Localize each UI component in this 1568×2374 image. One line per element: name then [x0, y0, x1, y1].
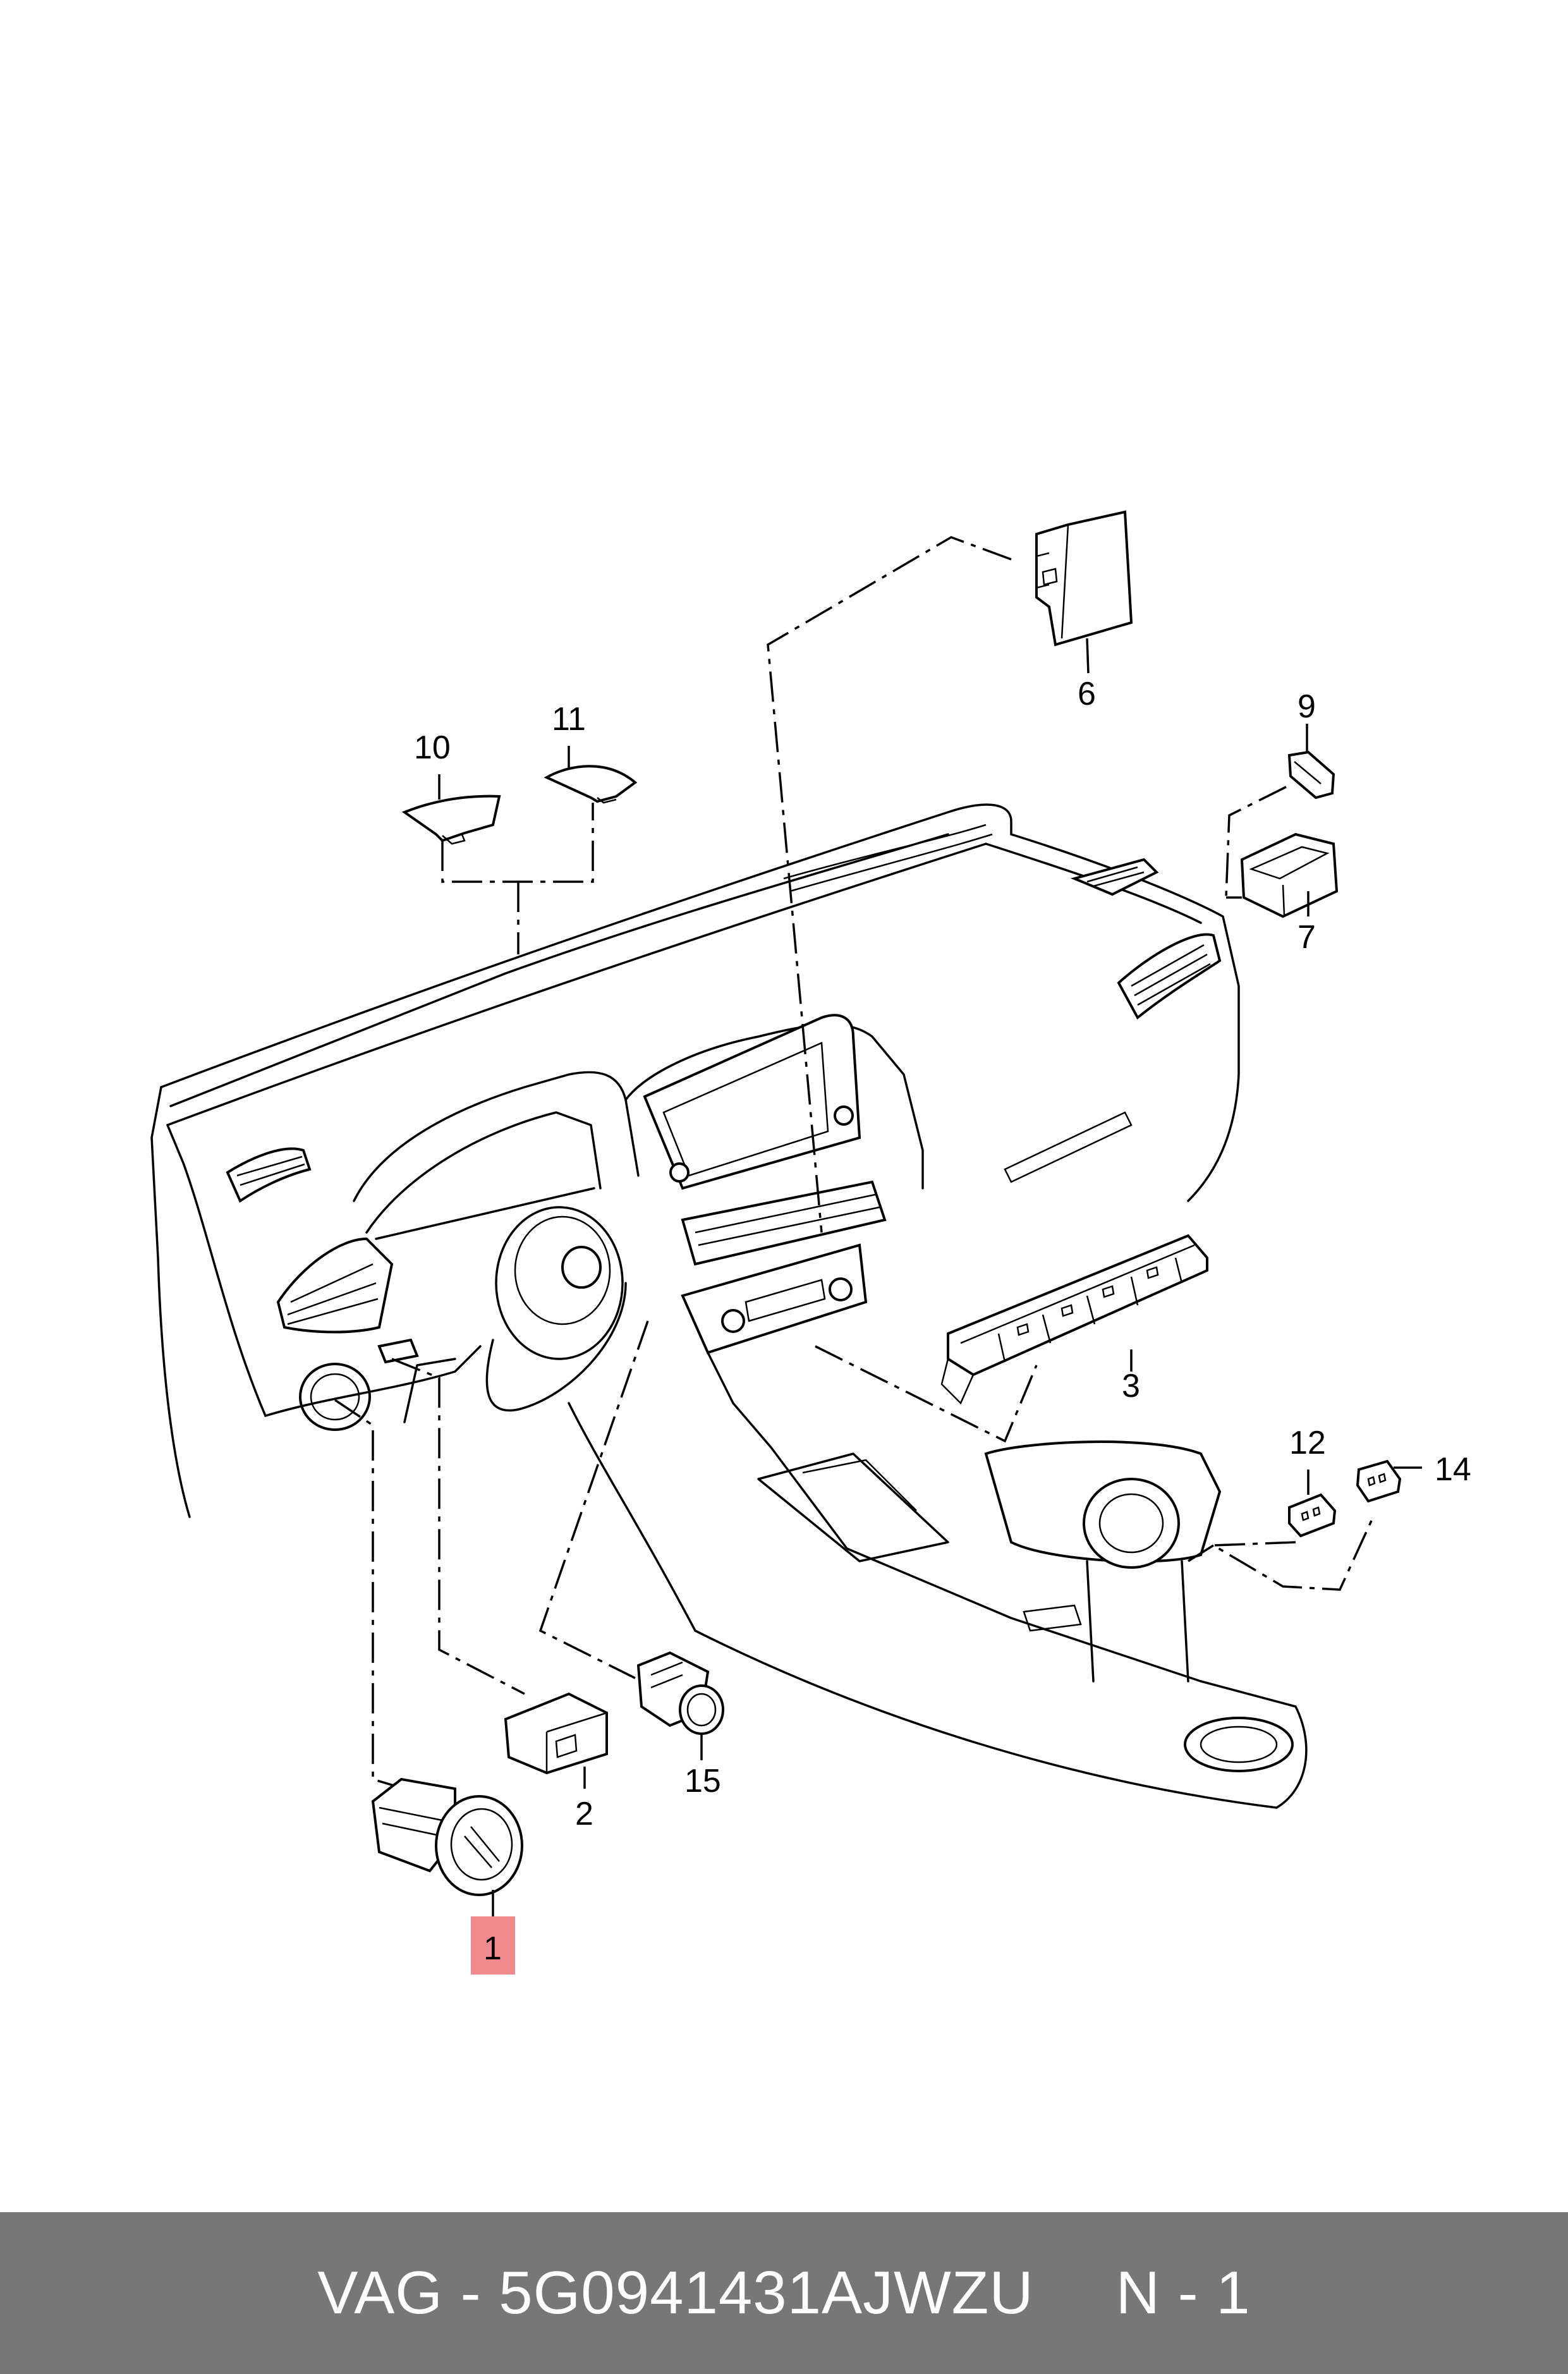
part-12-switch	[1288, 1493, 1337, 1538]
callout-ticks	[438, 638, 1422, 1918]
callout-12: 12	[1289, 1425, 1326, 1461]
part-6-module	[1035, 510, 1133, 647]
quantity-text: N - 1	[1115, 2259, 1251, 2327]
callout-9: 9	[1298, 688, 1316, 725]
callout-6: 6	[1078, 676, 1096, 712]
part-9-cap	[1287, 750, 1335, 800]
parts-diagram: 6 9 7 10 11 3 12 14 15 2 1	[150, 510, 1471, 1975]
part-1-light-switch	[371, 1777, 523, 1896]
part-number-text: VAG - 5G0941431AJWZU	[317, 2259, 1034, 2327]
dashboard-drawing	[150, 803, 1308, 1809]
part-7-socket	[1240, 832, 1339, 918]
callout-14: 14	[1435, 1451, 1471, 1488]
leader-lines	[334, 536, 1376, 1790]
callout-labels: 6 9 7 10 11 3 12 14 15 2 1	[414, 676, 1471, 1967]
callout-1-highlight	[471, 1916, 515, 1975]
footer-bar: VAG - 5G0941431AJWZU N - 1	[0, 2212, 1568, 2374]
callout-7: 7	[1298, 919, 1316, 956]
callout-3: 3	[1122, 1368, 1140, 1404]
part-14-switch	[1356, 1459, 1402, 1503]
callout-2: 2	[575, 1796, 593, 1832]
part-11-cover	[544, 765, 638, 804]
callout-1: 1	[483, 1930, 502, 1967]
part-2-switch-module	[504, 1692, 608, 1775]
callout-15: 15	[684, 1763, 721, 1799]
part-10-cover	[401, 794, 501, 845]
callout-10: 10	[414, 729, 451, 766]
part-15-start-button	[636, 1651, 724, 1735]
part-3-switch-strip	[940, 1234, 1208, 1405]
callout-11: 11	[552, 701, 586, 738]
